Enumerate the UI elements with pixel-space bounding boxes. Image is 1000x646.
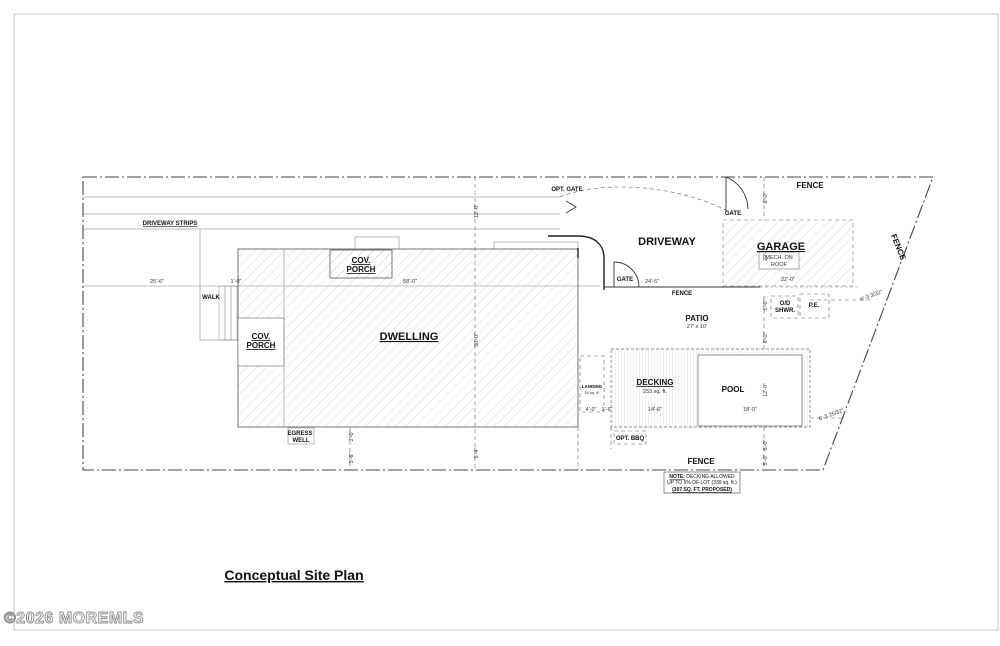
mech-label-1: MECH. ON — [765, 255, 793, 261]
dim-6-3-bot: 6'-3 25/32" — [818, 408, 845, 423]
garage-mech-box — [758, 251, 800, 270]
page-title: Conceptual Site Plan — [224, 567, 363, 583]
dim-25-6: 25'-6" — [150, 279, 164, 285]
vdim-5-0-b2: 5'-0" — [763, 454, 769, 465]
od-shower-label-2: SHWR. — [775, 308, 795, 314]
vdim-12-0-pool: 12'-0" — [763, 383, 769, 397]
landing-label: LANDING — [582, 384, 603, 389]
pool-label: POOL — [722, 385, 745, 394]
gate-swing-top — [725, 176, 749, 212]
dim-14-6: 14'-6" — [648, 407, 662, 413]
opt-bbq-box — [613, 430, 647, 445]
egress-label-1: EGRESS — [287, 431, 312, 437]
dwelling — [237, 248, 579, 428]
landing-box — [579, 355, 605, 413]
mech-label-2: ROOF — [771, 262, 788, 268]
cov-porch-top-label-2: PORCH — [347, 265, 376, 274]
cov-porch-top-label-1: COV. — [352, 256, 371, 265]
decking-note: NOTE: DECKING ALLOWED UP TO 5% OF LOT (3… — [663, 471, 741, 494]
patio-label: PATIO — [685, 314, 708, 323]
walk-steps — [218, 285, 238, 341]
pool — [697, 354, 803, 427]
driveway-strips — [83, 196, 560, 341]
dwelling-bumpout-right — [493, 241, 579, 250]
dwelling-bumpout — [354, 236, 400, 250]
cov-porch-top — [329, 249, 393, 279]
dim-58-0: 58'-0" — [403, 279, 417, 285]
fence-mid-label: FENCE — [672, 291, 692, 297]
garage-label: GARAGE — [757, 241, 805, 253]
sheet-border — [13, 13, 999, 631]
driveway-strips-label: DRIVEWAY STRIPS — [143, 221, 198, 227]
landing-area: 34 sq. ft. — [584, 390, 599, 395]
vdim-2-0: 2'-0" — [349, 430, 355, 441]
cov-porch-left-label-2: PORCH — [247, 341, 276, 350]
dim-24-5: 24'-5" — [645, 279, 659, 285]
gate-mid-label: GATE — [617, 277, 633, 283]
dim-1-0: 1'-0" — [231, 279, 242, 285]
decking-label: DECKING — [637, 378, 674, 387]
dim-22-0: 22'-0" — [781, 277, 795, 283]
vdim-8-0: 8'-0" — [763, 332, 769, 343]
gate-top-label: GATE — [725, 211, 741, 217]
driveway-label: DRIVEWAY — [638, 236, 696, 248]
dim-4-0: 4'-0" — [586, 407, 597, 413]
vdim-5-0-bot: 5'-0" — [763, 439, 769, 450]
vdim-30-0: 30'-0" — [474, 333, 480, 347]
egress-well — [287, 427, 315, 445]
pe-box — [799, 293, 830, 319]
fence-bottom-label: FENCE — [687, 457, 715, 466]
helper-lines — [349, 177, 870, 470]
fence-right-label: FENCE — [889, 233, 908, 262]
vdim-5-0: 5'-0" — [763, 299, 769, 310]
vdim-garage: 22'-0" — [763, 247, 769, 261]
fence-top-label: FENCE — [796, 181, 824, 190]
note-line1: DECKING ALLOWED — [685, 474, 735, 480]
walk-label: WALK — [202, 295, 220, 301]
vdim-6-0: 6'-0" — [763, 192, 769, 203]
dwelling-label: DWELLING — [380, 331, 439, 343]
cov-porch-left — [237, 317, 285, 367]
svg-text:NOTE: DECKING ALLOWED: NOTE: DECKING ALLOWED — [669, 474, 735, 480]
cov-porch-left-label-1: COV. — [252, 332, 271, 341]
dim-1-6: 1'-6" — [602, 407, 613, 413]
pe-label: P.E. — [809, 303, 820, 309]
note-prefix: NOTE: — [669, 474, 685, 480]
gate-swing-mid — [613, 261, 640, 288]
driveway-arrow — [565, 200, 577, 214]
vdim-12-0-top: 12'-0" — [474, 204, 480, 218]
opt-bbq-label: OPT. BBQ — [616, 436, 645, 442]
od-shower-label-1: O/D — [780, 301, 791, 307]
decking-area: 253 sq. ft. — [643, 389, 668, 395]
note-line3: (307 SQ. FT. PROPOSED) — [672, 487, 732, 493]
driveway-wall — [548, 235, 605, 290]
vdim-3-6: 3'-6" — [349, 452, 355, 463]
dim-18-0: 18'-0" — [743, 407, 757, 413]
egress-label-2: WELL — [293, 438, 310, 444]
note-line2: UP TO 5% OF LOT (339 sq. ft.) — [667, 480, 737, 486]
vdim-5-4: 5'-4" — [474, 447, 480, 458]
opt-gate-label: OPT. GATE — [551, 187, 582, 193]
dim-6-3-top: 6'-3 3/32" — [860, 289, 884, 303]
patio-size: 27' x 10' — [687, 324, 707, 330]
property-line — [82, 176, 934, 471]
od-shower-box — [770, 295, 799, 319]
watermark: ©2026 MOREMLS — [4, 610, 144, 627]
driveway-curve — [559, 186, 734, 215]
